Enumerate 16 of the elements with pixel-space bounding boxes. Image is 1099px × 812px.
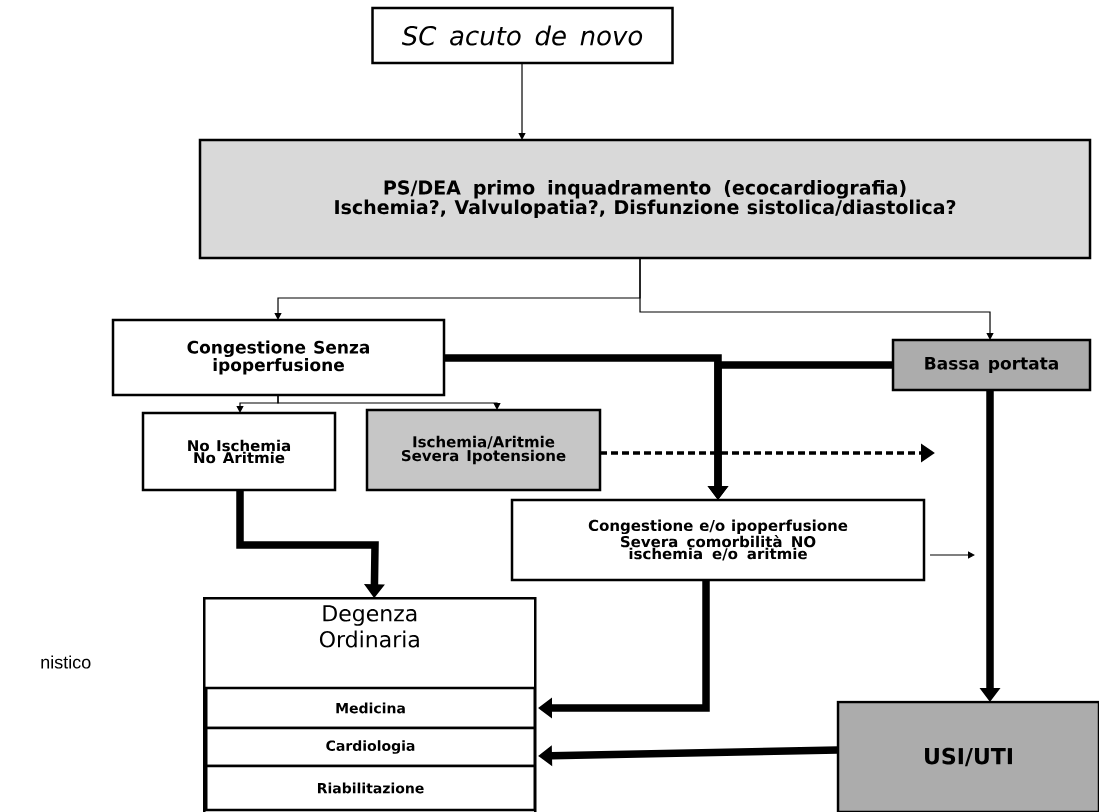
process-box: Congestione e/o ipoperfusione Severa comorbilità NO ischemia e/o aritmie <box>510 498 926 582</box>
process-box: USI/UTI <box>836 700 1099 812</box>
process-box: PS/DEA primo inquadramento (ecocardiografia) Ischemia?, Valvulopatia?, Disfunzione sistolica/diastolica? <box>198 138 1092 260</box>
note-text: nistico <box>41 655 91 669</box>
arrow <box>277 394 501 410</box>
process-box: Bassa portata <box>891 338 1092 392</box>
arrow <box>639 257 994 340</box>
process-box: Riabilitazione <box>205 764 536 812</box>
arrow <box>929 551 975 559</box>
title-box: SC acuto de novo <box>371 6 674 65</box>
process-box: Ischemia/Aritmie Severa Ipotensione <box>365 408 602 492</box>
arrow <box>518 62 526 140</box>
process-box: No Ischemia No Aritmie <box>141 411 337 492</box>
process-box: Medicina <box>205 686 536 730</box>
process-box: Congestione Senza ipoperfusione <box>111 318 446 397</box>
process-box: Cardiologia <box>205 726 536 768</box>
